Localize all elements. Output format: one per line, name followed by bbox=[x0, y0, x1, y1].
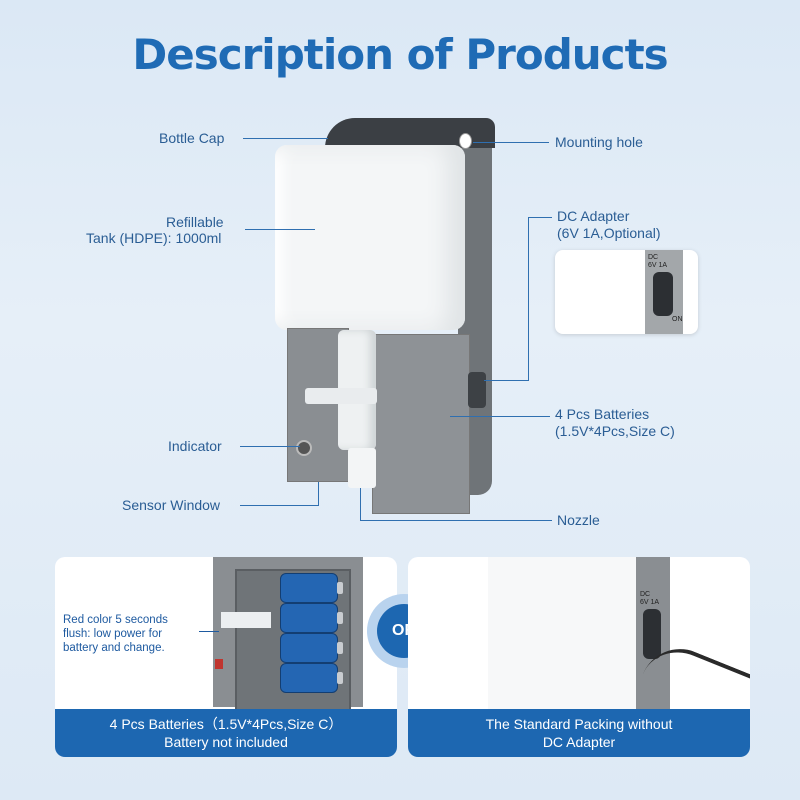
caption-bar: 4 Pcs Batteries（1.5V*4Pcs,Size C） Batter… bbox=[55, 709, 397, 757]
note-line: battery and change. bbox=[63, 642, 165, 654]
battery bbox=[280, 573, 343, 603]
leader-line bbox=[450, 416, 550, 417]
leader-line bbox=[484, 380, 529, 381]
dc-rating: 6V 1A bbox=[640, 599, 660, 606]
label-dc-adapter: DC Adapter bbox=[557, 208, 630, 224]
leader-line bbox=[318, 482, 319, 506]
caption-bar: The Standard Packing without DC Adapter bbox=[408, 709, 750, 757]
dispenser-side bbox=[488, 557, 638, 709]
dc-card: DC 6V 1A The Standard Packing without DC… bbox=[408, 557, 750, 757]
caption-line: DC Adapter bbox=[542, 734, 616, 750]
leader-line bbox=[528, 217, 552, 218]
dc-rating-text: DC 6V 1A bbox=[640, 591, 659, 607]
label-batteries-spec: (1.5V*4Pcs,Size C) bbox=[555, 423, 675, 439]
leader-line bbox=[360, 520, 552, 521]
leader-line bbox=[240, 446, 300, 447]
dc-adapter-inset: DC 6V 1A ON bbox=[555, 250, 698, 334]
low-power-note: Red color 5 seconds flush: low power for… bbox=[63, 613, 168, 655]
leader-line bbox=[360, 488, 361, 521]
page-title: Description of Products bbox=[132, 30, 668, 79]
leader-line bbox=[199, 631, 219, 632]
label-indicator: Indicator bbox=[168, 438, 222, 454]
label-mounting-hole: Mounting hole bbox=[555, 134, 643, 150]
battery bbox=[280, 633, 343, 663]
red-indicator bbox=[215, 659, 223, 669]
label-sensor-window: Sensor Window bbox=[122, 497, 221, 513]
refillable-tank bbox=[275, 145, 465, 330]
battery bbox=[280, 603, 343, 633]
note-line: Red color 5 seconds bbox=[63, 614, 168, 626]
dc-port bbox=[468, 372, 486, 408]
battery-clip bbox=[221, 612, 271, 628]
dc-plug bbox=[643, 609, 661, 659]
leader-line bbox=[243, 138, 328, 139]
dc-rating: 6V 1A bbox=[648, 262, 668, 269]
caption-line: The Standard Packing without bbox=[485, 716, 673, 732]
leader-line bbox=[240, 505, 318, 506]
caption-line: Battery not included bbox=[164, 734, 288, 750]
dc-on-text: ON bbox=[672, 316, 683, 323]
leader-line bbox=[528, 217, 529, 380]
leader-line bbox=[245, 229, 315, 230]
battery-card: Red color 5 seconds flush: low power for… bbox=[55, 557, 397, 757]
dc-socket bbox=[653, 272, 673, 316]
dc-text: DC bbox=[640, 591, 651, 598]
label-refillable-tank: Tank (HDPE): 1000ml bbox=[86, 230, 222, 246]
pump-arm bbox=[305, 388, 377, 404]
label-batteries: 4 Pcs Batteries bbox=[555, 406, 650, 422]
dc-rating-text: DC 6V 1A bbox=[648, 254, 667, 270]
label-nozzle: Nozzle bbox=[557, 512, 600, 528]
indicator-light bbox=[296, 440, 312, 456]
leader-line bbox=[473, 142, 549, 143]
note-line: flush: low power for bbox=[63, 628, 163, 640]
label-refillable: Refillable bbox=[166, 214, 224, 230]
mounting-hole bbox=[459, 133, 472, 149]
caption-line: 4 Pcs Batteries（1.5V*4Pcs,Size C） bbox=[109, 716, 343, 732]
dc-text: DC bbox=[648, 254, 659, 261]
label-bottle-cap: Bottle Cap bbox=[159, 130, 225, 146]
label-dc-adapter-spec: (6V 1A,Optional) bbox=[557, 225, 661, 241]
nozzle bbox=[348, 448, 376, 488]
battery-housing bbox=[372, 334, 470, 514]
battery bbox=[280, 663, 343, 693]
